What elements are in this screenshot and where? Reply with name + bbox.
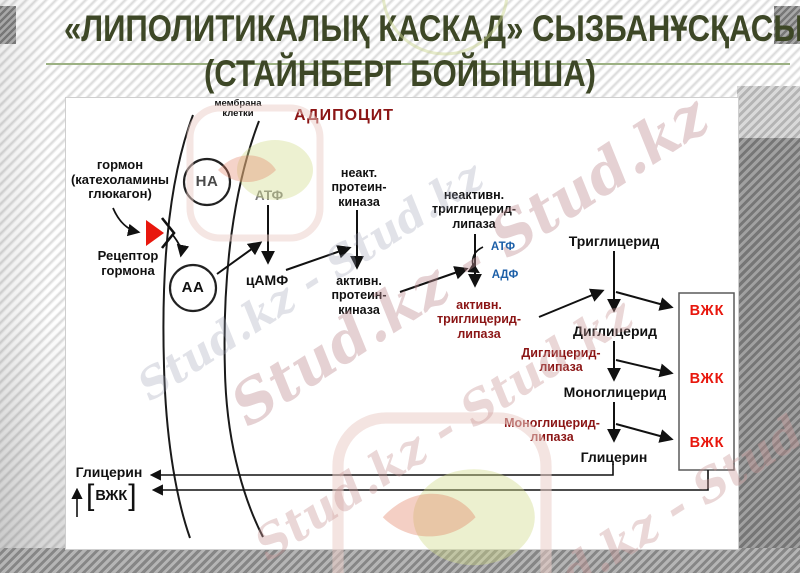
membrane-outer-curve: [162, 114, 194, 539]
right-stripe-band: [737, 86, 800, 573]
arrow-hormone-to-receptor: [112, 207, 141, 237]
protein-kinase-inactive-label: неакт. протеин- киназа: [331, 166, 387, 209]
title-line-1: «ЛИПОЛИТИКАЛЫҚ КАСКАД» СЫЗБАНҰСҚАСЫ: [64, 8, 800, 49]
protein-kinase-active-label: активн. протеин- киназа: [331, 274, 387, 317]
membrane-label: мембрана клетки: [214, 98, 262, 119]
tg-lipase-inactive-label: неактивн. триглицерид- липаза: [431, 188, 516, 231]
tg-lipase-active-label: активн. триглицерид- липаза: [436, 298, 521, 341]
ffa-label-2: ВЖК: [689, 371, 725, 387]
na-label: НА: [195, 173, 219, 190]
bottom-stripe-band: [0, 548, 800, 573]
arrow-mg-to-ffa: [615, 423, 674, 443]
bracket-close: ]: [128, 479, 137, 512]
diagram-panel: мембрана клетки АДИПОЦИТ гормон (катехол…: [65, 97, 739, 550]
adipocyte-label: АДИПОЦИТ: [294, 107, 394, 124]
adp-blue-label: АДФ: [491, 269, 519, 281]
top-left-stripe-decoration: [0, 6, 16, 44]
ffa-label-3: ВЖК: [689, 435, 725, 451]
monoglyceride-label: Моноглицерид: [563, 384, 667, 400]
arrow-pka-to-tgl-line: [399, 266, 469, 293]
aa-label: АА: [181, 279, 205, 296]
hormone-label: гормон (катехоламины глюкагон): [70, 157, 170, 202]
ffa-concentration-label: [ ВЖК ]: [86, 481, 137, 511]
top-right-stripe-decoration: [774, 6, 800, 44]
arrow-atp-to-adp: [467, 246, 484, 274]
arrow-dg-to-ffa: [615, 359, 674, 378]
arrow-glycerol-export: [149, 464, 614, 481]
camp-label: цАМФ: [245, 272, 289, 288]
arrow-tgla-to-tg-line: [538, 288, 605, 318]
aa-circle: [168, 263, 218, 313]
arrow-ffa-export: [151, 470, 709, 496]
page-title: «ЛИПОЛИТИКАЛЫҚ КАСКАД» СЫЗБАНҰСҚАСЫ (СТА…: [0, 6, 800, 96]
arrow-aa-to-atp-line: [216, 241, 263, 275]
ffa-box: [678, 292, 735, 471]
ffa-out-text: ВЖК: [95, 488, 128, 504]
arrow-camp-to-pk-line: [285, 245, 352, 271]
receptor-triangle-icon: [146, 220, 164, 246]
diglyceride-label: Диглицерид: [573, 323, 657, 339]
atp-blue-label: АТФ: [490, 241, 516, 253]
mg-lipase-label: Моноглицерид- липаза: [504, 416, 600, 445]
arrow-tg-to-ffa: [615, 291, 674, 311]
cascade-diagram-graphics: [71, 114, 735, 539]
receptor-notch-icon: [160, 217, 176, 249]
arrow-receptor-to-aa: [171, 233, 190, 258]
triglyceride-label: Триглицерид: [568, 233, 660, 249]
title-line-2: (СТАЙНБЕРГ БОЙЫНША): [203, 53, 597, 94]
bracket-open: [: [86, 479, 95, 512]
glycerol-label: Глицерин: [580, 449, 648, 465]
glycerol-out-label: Глицерин: [75, 464, 143, 480]
atp-label: АТФ: [254, 188, 284, 203]
ffa-label-1: ВЖК: [689, 303, 725, 319]
receptor-label: Рецептор гормона: [97, 248, 159, 278]
dg-lipase-label: Диглицерид- липаза: [521, 346, 601, 375]
title-underline: [46, 63, 790, 65]
